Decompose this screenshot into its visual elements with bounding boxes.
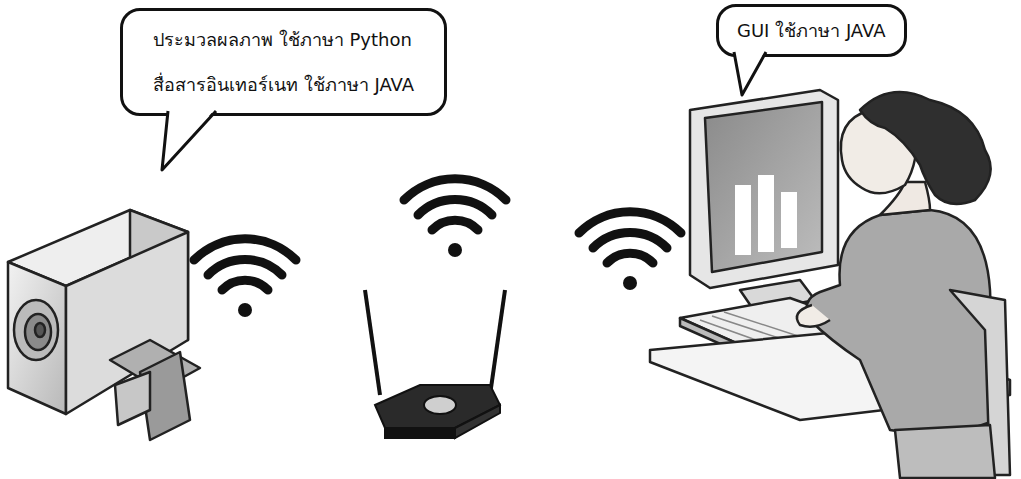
bubble-text: GUI ใช้ภาษา JAVA (737, 16, 886, 45)
bubble-text: สื่อสารอินเทอร์เนท ใช้ภาษา JAVA (153, 70, 414, 99)
wifi-dots (238, 243, 637, 317)
tail-fill (162, 108, 216, 170)
tail-fill (734, 49, 766, 95)
bubble-tail (120, 8, 447, 116)
bubble-text: ประมวลผลภาพ ใช้ภาษา Python (153, 25, 414, 54)
woman (797, 92, 1010, 478)
tail-outline (734, 52, 766, 95)
camera (8, 210, 200, 440)
wifi-symbols (194, 179, 681, 290)
router (365, 290, 505, 438)
speech-bubble: GUI ใช้ภาษา JAVA (716, 4, 907, 57)
tail-outline (162, 111, 216, 170)
speech-bubble: ประมวลผลภาพ ใช้ภาษา Python สื่อสารอินเทอร… (120, 8, 447, 116)
